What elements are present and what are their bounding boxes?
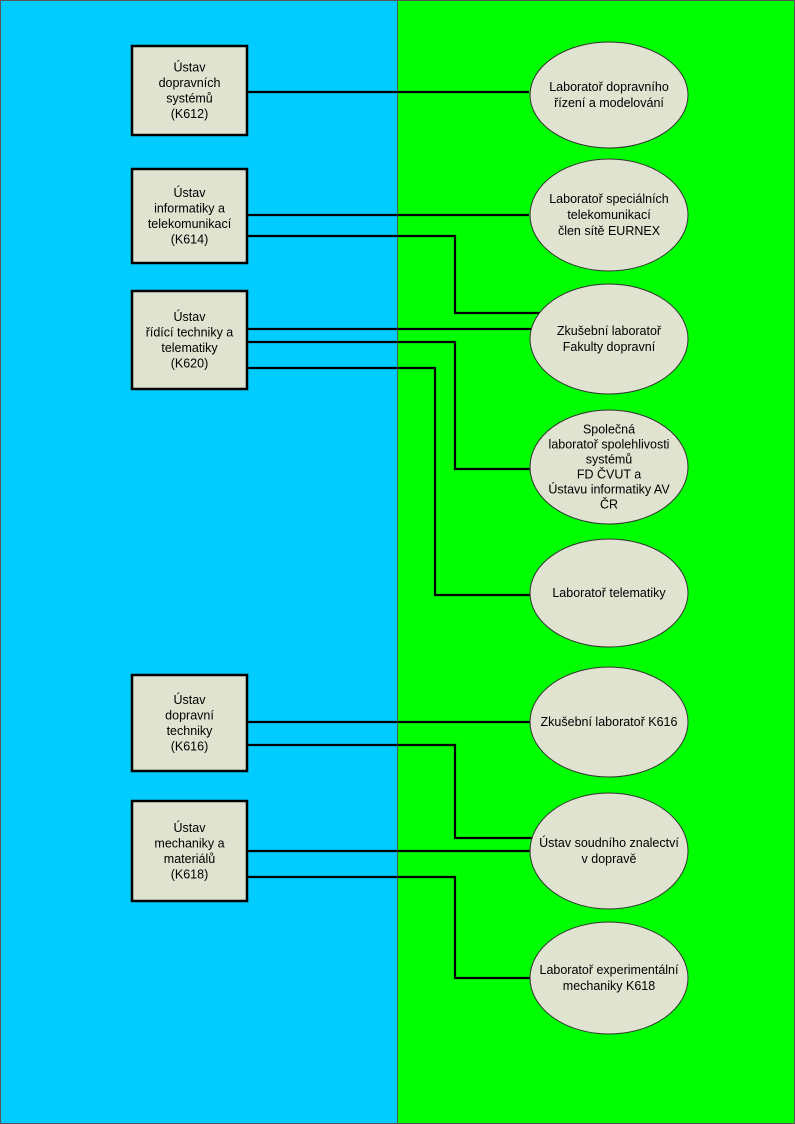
lab-label-spolecna-lab-spolehlivosti-line-3: systémů	[586, 453, 633, 467]
institute-label-k616-line-1: Ústav	[174, 692, 207, 707]
lab-label-zkusebni-lab-fd-line-1: Zkušební laboratoř	[557, 324, 662, 338]
lab-ellipse-lab-telematiky	[529, 538, 689, 648]
lab-label-lab-experimentalni-mechaniky-line-1: Laboratoř experimentální	[540, 963, 679, 977]
lab-ellipse-zkusebni-lab-k616	[529, 666, 689, 778]
institute-label-k612-line-3: systémů	[166, 91, 213, 105]
institute-label-k612-line-1: Ústav	[174, 59, 207, 74]
institute-label-k616-line-2: dopravní	[165, 708, 214, 722]
lab-label-lab-experimentalni-mechaniky-line-2: mechaniky K618	[563, 979, 655, 993]
institute-label-k620-line-1: Ústav	[174, 309, 207, 324]
lab-label-zkusebni-lab-fd-line-2: Fakulty dopravní	[563, 340, 656, 354]
lab-ellipse-lab-dopravniho-rizeni	[529, 41, 689, 149]
lab-label-zkusebni-lab-k616-line-1: Zkušební laboratoř K616	[541, 715, 678, 729]
institute-label-k612-line-2: dopravních	[159, 76, 221, 90]
institute-box-k616	[130, 673, 249, 773]
connector-k620-to-spolecna-lab-spolehlivosti	[247, 340, 530, 471]
lab-label-lab-specialnich-telekomunikaci-line-3: člen sítě EURNEX	[558, 224, 661, 238]
lab-label-ustav-soudniho-znalectvi-line-1: Ústav soudního znalectví	[539, 835, 679, 850]
lab-ellipse-lab-experimentalni-mechaniky	[529, 921, 689, 1035]
institute-box-k620	[130, 289, 249, 391]
lab-label-lab-specialnich-telekomunikaci-line-2: telekomunikací	[567, 208, 651, 222]
connector-k620-to-lab-telematiky	[247, 366, 530, 597]
lab-label-lab-dopravniho-rizeni-line-1: Laboratoř dopravního	[549, 80, 669, 94]
institute-box-k618	[130, 799, 249, 903]
lab-label-lab-specialnich-telekomunikaci-line-1: Laboratoř speciálních	[549, 192, 669, 206]
lab-label-lab-telematiky-line-1: Laboratoř telematiky	[552, 586, 666, 600]
institute-box-k612	[130, 44, 249, 137]
connector-k616-to-ustav-soudniho-znalectvi	[247, 743, 540, 840]
institute-box-k614	[130, 167, 249, 265]
institute-label-k616-line-3: techniky	[167, 724, 214, 738]
lab-ellipse-lab-specialnich-telekomunikaci	[529, 158, 689, 272]
connector-k618-to-lab-experimentalni-mechaniky	[247, 875, 530, 980]
lab-ellipse-ustav-soudniho-znalectvi	[529, 792, 689, 910]
institute-label-k614-line-2: informatiky a	[154, 201, 225, 215]
institute-label-k618-line-1: Ústav	[174, 820, 207, 835]
lab-label-spolecna-lab-spolehlivosti-line-2: laboratoř spolehlivosti	[549, 438, 670, 452]
institute-label-k618-line-2: mechaniky a	[154, 836, 224, 850]
institute-label-k620-line-4: (K620)	[171, 356, 209, 370]
institute-label-k618-line-4: (K618)	[171, 867, 209, 881]
lab-label-ustav-soudniho-znalectvi-line-2: v dopravě	[582, 852, 637, 866]
lab-label-lab-dopravniho-rizeni-line-2: řízení a modelování	[554, 96, 664, 110]
institute-label-k614-line-3: telekomunikací	[148, 217, 232, 231]
lab-ellipse-spolecna-lab-spolehlivosti	[529, 409, 689, 525]
lab-label-spolecna-lab-spolehlivosti-line-4: FD ČVUT a	[577, 467, 641, 482]
lab-ellipse-zkusebni-lab-fd	[529, 283, 689, 395]
institute-label-k620-line-2: řídící techniky a	[146, 325, 234, 339]
institute-label-k620-line-3: telematiky	[161, 341, 218, 355]
lab-label-spolecna-lab-spolehlivosti-line-5: Ústavu informatiky AV	[548, 482, 670, 497]
connector-k614-to-zkusebni-lab-fd	[247, 234, 540, 315]
institute-label-k616-line-4: (K616)	[171, 739, 209, 753]
lab-label-spolecna-lab-spolehlivosti-line-6: ČR	[600, 497, 618, 512]
institute-label-k614-line-4: (K614)	[171, 232, 209, 246]
institute-label-k614-line-1: Ústav	[174, 185, 207, 200]
institute-label-k618-line-3: materiálů	[164, 852, 215, 866]
institute-label-k612-line-4: (K612)	[171, 107, 209, 121]
lab-label-spolecna-lab-spolehlivosti-line-1: Společná	[583, 423, 635, 437]
